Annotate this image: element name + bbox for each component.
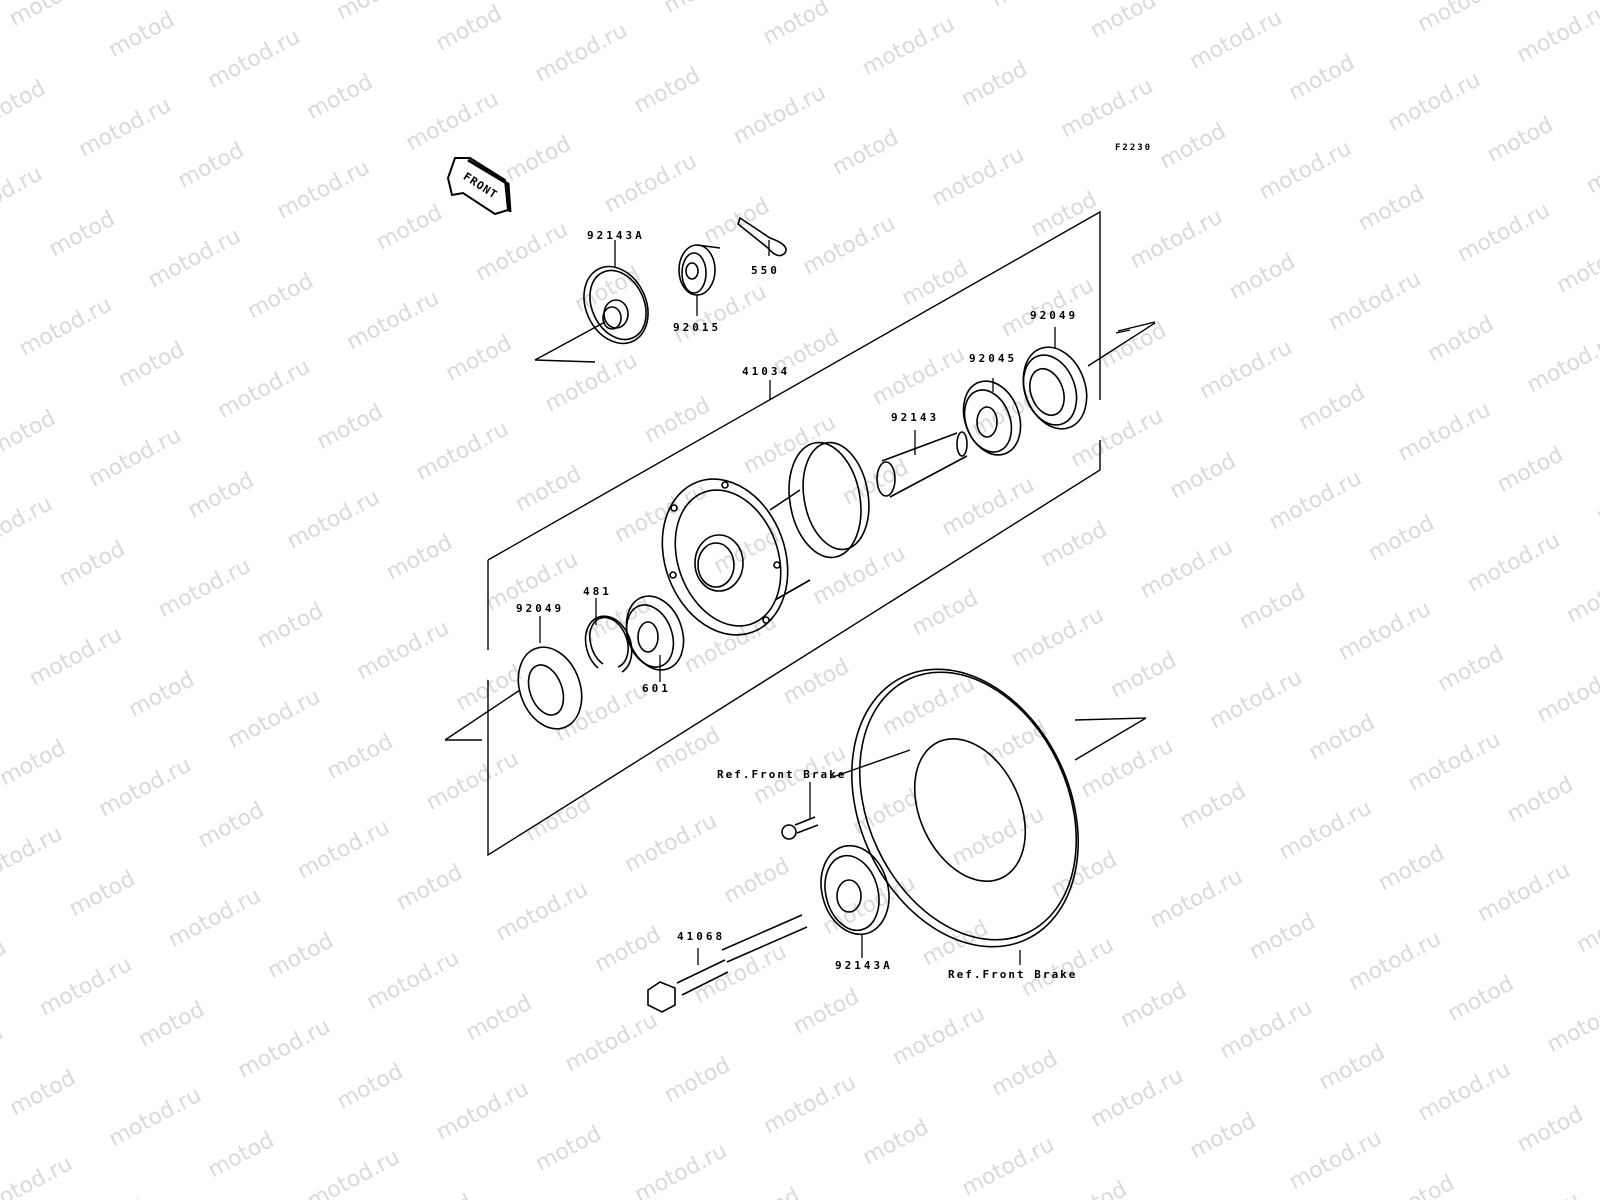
- axis-lines: [444, 321, 1156, 779]
- part-label-92015[interactable]: 92015: [673, 321, 722, 334]
- collar-part-92143a-bottom: [820, 844, 890, 936]
- part-label-92143a-bottom[interactable]: 92143A: [835, 959, 893, 972]
- part-label-92049-left[interactable]: 92049: [516, 602, 565, 615]
- part-label-ref-front-brake-bolt[interactable]: Ref.Front Brake: [717, 768, 847, 781]
- oil-seal-part-92049-right: [1022, 346, 1088, 430]
- circlip-part-481: [584, 615, 633, 673]
- part-label-ref-front-brake-disc[interactable]: Ref.Front Brake: [948, 968, 1078, 981]
- axle-part-41068: [647, 914, 808, 1013]
- part-label-481[interactable]: 481: [583, 585, 612, 598]
- hub-part-41034: [661, 441, 870, 636]
- part-label-92045[interactable]: 92045: [969, 352, 1018, 365]
- part-label-41034[interactable]: 41034: [742, 365, 791, 378]
- bearing-part-92045: [962, 380, 1022, 456]
- figure-code-label: F2230: [1115, 143, 1153, 153]
- part-label-550[interactable]: 550: [751, 264, 780, 277]
- collar-part-92143a-top: [583, 265, 649, 345]
- spacer-tube-part-92143: [876, 431, 968, 498]
- part-label-41068[interactable]: 41068: [677, 930, 726, 943]
- bearing-part-601: [625, 595, 685, 671]
- part-label-601[interactable]: 601: [642, 682, 671, 695]
- assembly-frame: [487, 210, 1101, 857]
- cotter-pin-part-550: [737, 216, 787, 257]
- nut-part-92015: [678, 244, 721, 296]
- brake-bolt-part: [781, 816, 819, 840]
- front-arrow-icon: [446, 157, 512, 216]
- brake-disc-part: [851, 668, 1079, 948]
- oil-seal-part-92049-left: [517, 646, 583, 730]
- leader-lines: [539, 240, 1056, 965]
- part-label-92143a-top[interactable]: 92143A: [587, 229, 645, 242]
- part-label-92049-right[interactable]: 92049: [1030, 309, 1079, 322]
- part-label-92143[interactable]: 92143: [891, 411, 940, 424]
